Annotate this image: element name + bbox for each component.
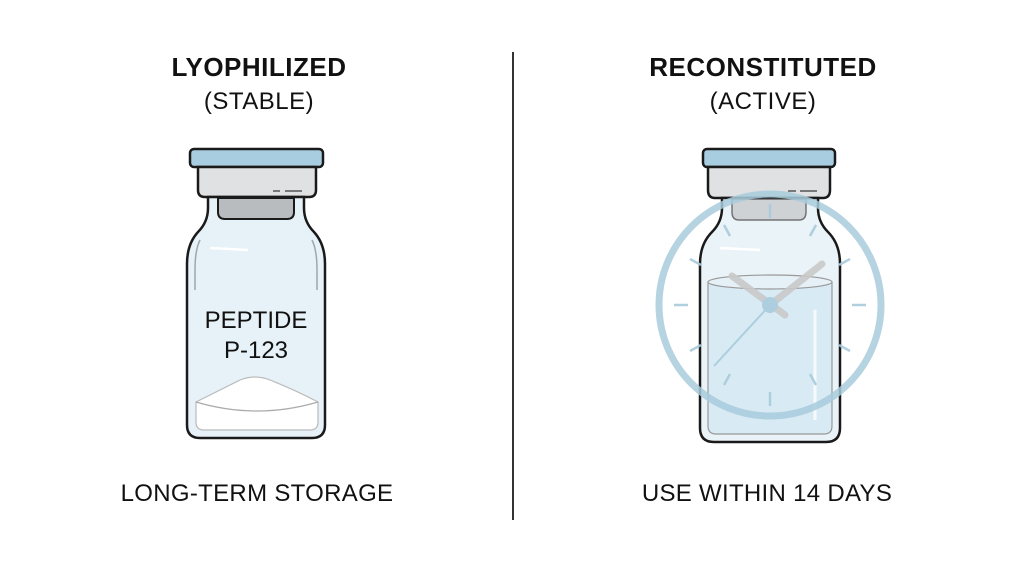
left-caption: LONG-TERM STORAGE [120,480,394,507]
left-title: LYOPHILIZED [171,52,347,82]
reconstituted-vial-with-clock-icon [655,147,885,444]
center-divider [512,52,514,520]
vial-label-line2: P-123 [224,337,288,364]
left-subtitle: (STABLE) [203,88,315,115]
vial-label-line1: PEPTIDE [205,307,308,334]
lyophilized-vial-icon: PEPTIDE P-123 [185,147,327,440]
right-subtitle: (ACTIVE) [709,88,817,115]
right-caption: USE WITHIN 14 DAYS [641,480,893,507]
right-title: RECONSTITUTED [649,52,877,82]
